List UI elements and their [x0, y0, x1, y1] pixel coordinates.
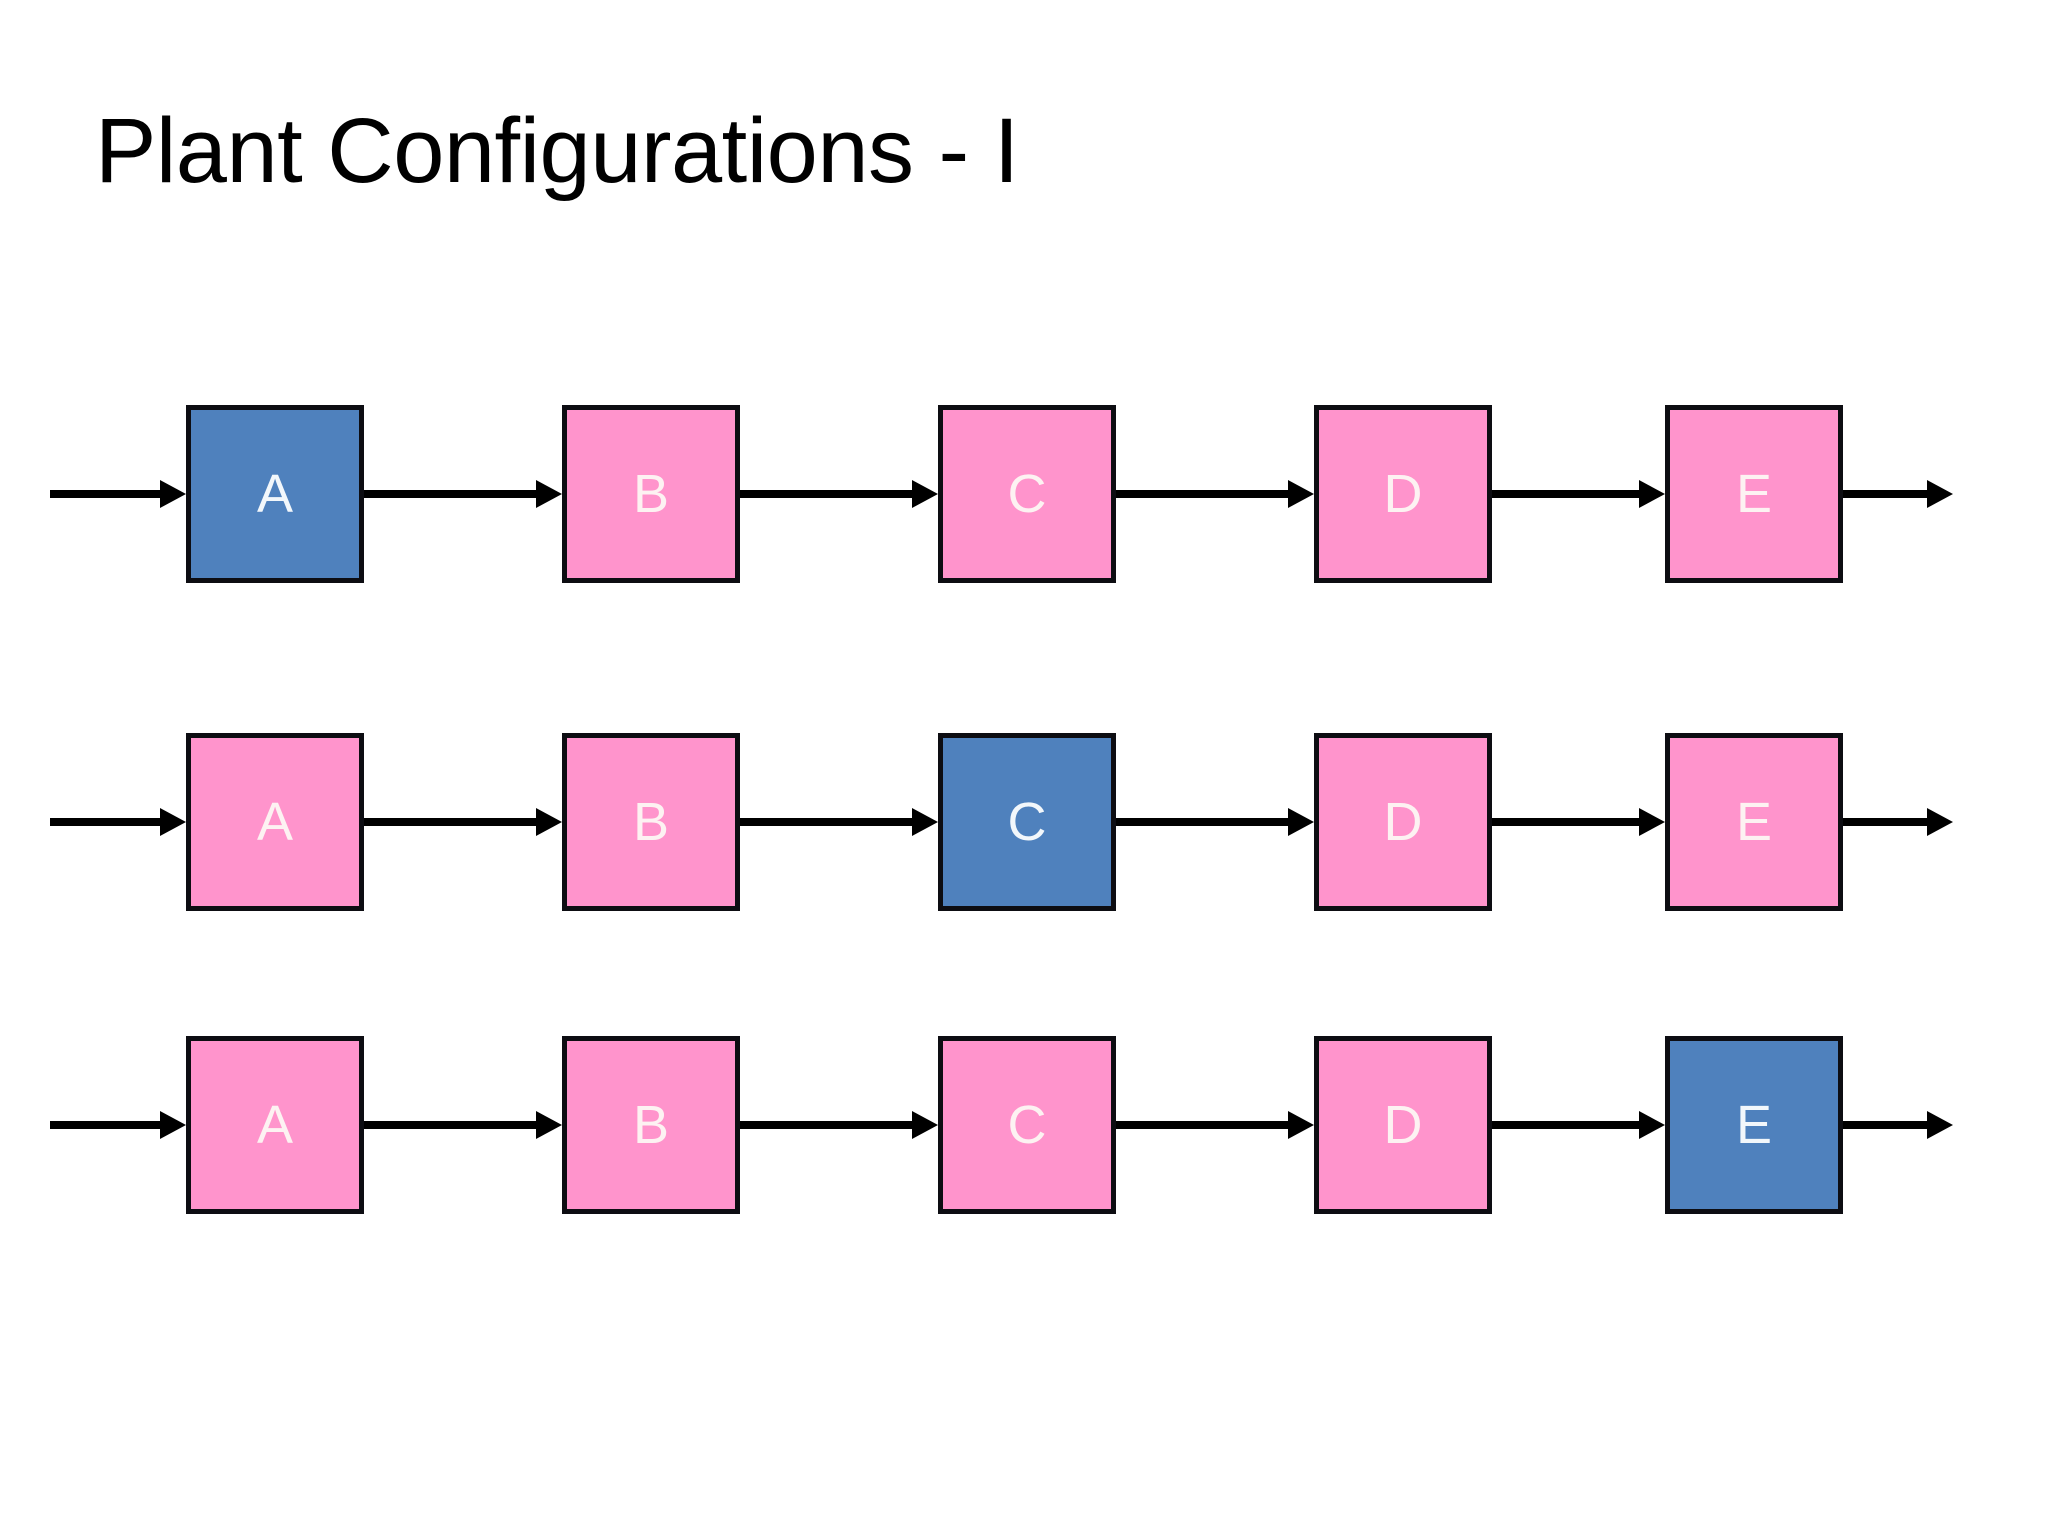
arrow-shaft	[364, 818, 536, 826]
arrow-head	[160, 480, 186, 508]
arrow-shaft	[1492, 818, 1639, 826]
connector-arrow-row2-ab	[364, 808, 562, 836]
arrow-head	[1288, 1111, 1314, 1139]
node-label: B	[632, 1095, 670, 1155]
inlet-arrow-row3	[50, 1111, 186, 1139]
arrow-head	[912, 480, 938, 508]
outlet-arrow-row2	[1843, 808, 1953, 836]
flow-row-configuration-2: A B C D E	[0, 733, 2048, 911]
arrow-head	[912, 1111, 938, 1139]
node-row1-d[interactable]: D	[1314, 405, 1492, 583]
arrow-shaft	[1843, 818, 1927, 826]
node-row2-d[interactable]: D	[1314, 733, 1492, 911]
node-row1-c[interactable]: C	[938, 405, 1116, 583]
connector-arrow-row1-de	[1492, 480, 1665, 508]
node-row3-c[interactable]: C	[938, 1036, 1116, 1214]
node-row2-c[interactable]: C	[938, 733, 1116, 911]
node-row3-b[interactable]: B	[562, 1036, 740, 1214]
arrow-shaft	[1492, 490, 1639, 498]
arrow-head	[536, 808, 562, 836]
node-row1-a[interactable]: A	[186, 405, 364, 583]
connector-arrow-row2-bc	[740, 808, 938, 836]
arrow-shaft	[740, 818, 912, 826]
arrow-head	[536, 1111, 562, 1139]
arrow-head	[912, 808, 938, 836]
connector-arrow-row3-de	[1492, 1111, 1665, 1139]
connector-arrow-row3-bc	[740, 1111, 938, 1139]
arrow-head	[1288, 480, 1314, 508]
flow-row-configuration-3: A B C D E	[0, 1036, 2048, 1214]
connector-arrow-row2-cd	[1116, 808, 1314, 836]
node-row2-a[interactable]: A	[186, 733, 364, 911]
arrow-shaft	[50, 490, 160, 498]
arrow-head	[160, 1111, 186, 1139]
node-label: B	[632, 464, 670, 524]
arrow-shaft	[50, 1121, 160, 1129]
connector-arrow-row1-cd	[1116, 480, 1314, 508]
connector-arrow-row2-de	[1492, 808, 1665, 836]
arrow-shaft	[1116, 1121, 1288, 1129]
arrow-head	[160, 808, 186, 836]
outlet-arrow-row3	[1843, 1111, 1953, 1139]
arrow-head	[1288, 808, 1314, 836]
node-label: B	[632, 792, 670, 852]
node-label: C	[1007, 464, 1047, 524]
flow-row-configuration-1: A B C D E	[0, 405, 2048, 583]
node-row1-e[interactable]: E	[1665, 405, 1843, 583]
node-row3-a[interactable]: A	[186, 1036, 364, 1214]
arrow-head	[1927, 1111, 1953, 1139]
node-row1-b[interactable]: B	[562, 405, 740, 583]
node-label: A	[256, 792, 294, 852]
connector-arrow-row3-cd	[1116, 1111, 1314, 1139]
node-label: C	[1007, 1095, 1047, 1155]
arrow-shaft	[1843, 490, 1927, 498]
arrow-shaft	[364, 490, 536, 498]
node-label: D	[1383, 1095, 1423, 1155]
arrow-shaft	[740, 1121, 912, 1129]
arrow-shaft	[364, 1121, 536, 1129]
arrow-head	[536, 480, 562, 508]
node-row3-e[interactable]: E	[1665, 1036, 1843, 1214]
arrow-shaft	[740, 490, 912, 498]
connector-arrow-row1-ab	[364, 480, 562, 508]
node-label: A	[256, 464, 294, 524]
node-label: E	[1735, 464, 1773, 524]
page-title: Plant Configurations - I	[95, 100, 1019, 202]
arrow-head	[1927, 808, 1953, 836]
inlet-arrow-row1	[50, 480, 186, 508]
node-label: E	[1735, 792, 1773, 852]
arrow-head	[1639, 808, 1665, 836]
arrow-head	[1639, 1111, 1665, 1139]
outlet-arrow-row1	[1843, 480, 1953, 508]
node-label: A	[256, 1095, 294, 1155]
arrow-shaft	[1116, 490, 1288, 498]
node-label: C	[1007, 792, 1047, 852]
node-row2-e[interactable]: E	[1665, 733, 1843, 911]
inlet-arrow-row2	[50, 808, 186, 836]
arrow-shaft	[50, 818, 160, 826]
connector-arrow-row3-ab	[364, 1111, 562, 1139]
node-label: E	[1735, 1095, 1773, 1155]
node-row3-d[interactable]: D	[1314, 1036, 1492, 1214]
arrow-shaft	[1116, 818, 1288, 826]
node-label: D	[1383, 464, 1423, 524]
arrow-shaft	[1843, 1121, 1927, 1129]
node-row2-b[interactable]: B	[562, 733, 740, 911]
arrow-head	[1927, 480, 1953, 508]
connector-arrow-row1-bc	[740, 480, 938, 508]
node-label: D	[1383, 792, 1423, 852]
arrow-head	[1639, 480, 1665, 508]
arrow-shaft	[1492, 1121, 1639, 1129]
